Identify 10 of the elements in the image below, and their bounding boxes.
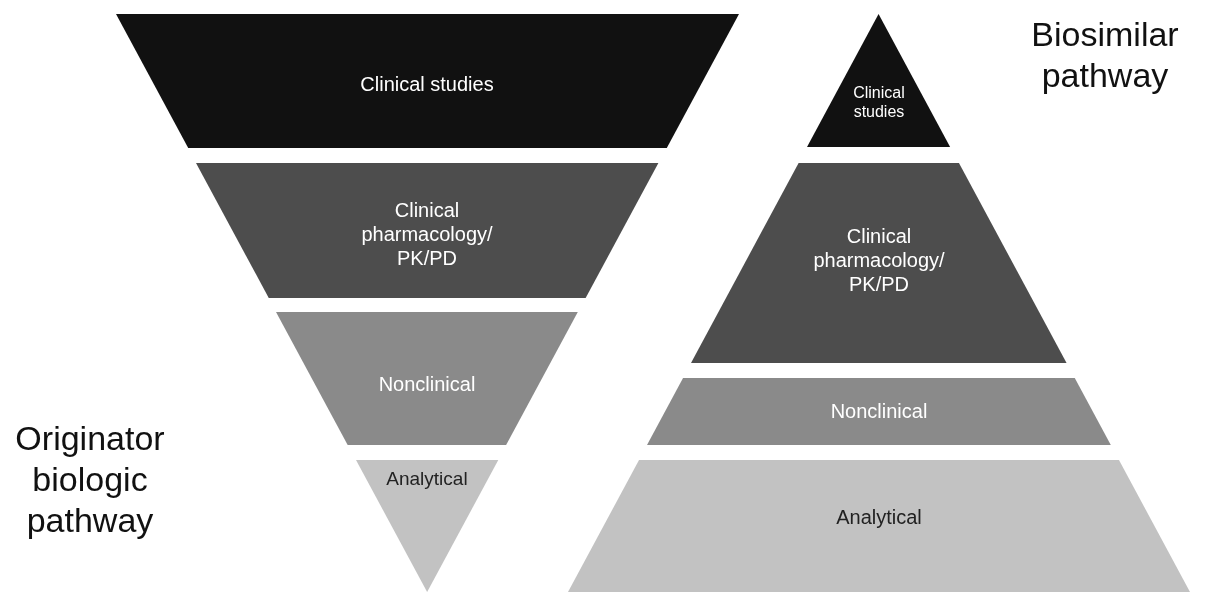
- level-label: Nonclinical: [829, 399, 929, 423]
- level-label: Analytical: [385, 467, 469, 491]
- level-label: Clinical studies: [359, 72, 495, 96]
- level-label: Clinical studies: [852, 82, 906, 122]
- level-label: Analytical: [835, 505, 923, 529]
- level-label: Clinical pharmacology/ PK/PD: [812, 224, 946, 296]
- pathway-title: Originator biologic pathway: [14, 418, 166, 541]
- pathway-title: Biosimilar pathway: [1030, 14, 1180, 96]
- level-label: Clinical pharmacology/ PK/PD: [360, 198, 494, 270]
- level-label: Nonclinical: [377, 372, 477, 396]
